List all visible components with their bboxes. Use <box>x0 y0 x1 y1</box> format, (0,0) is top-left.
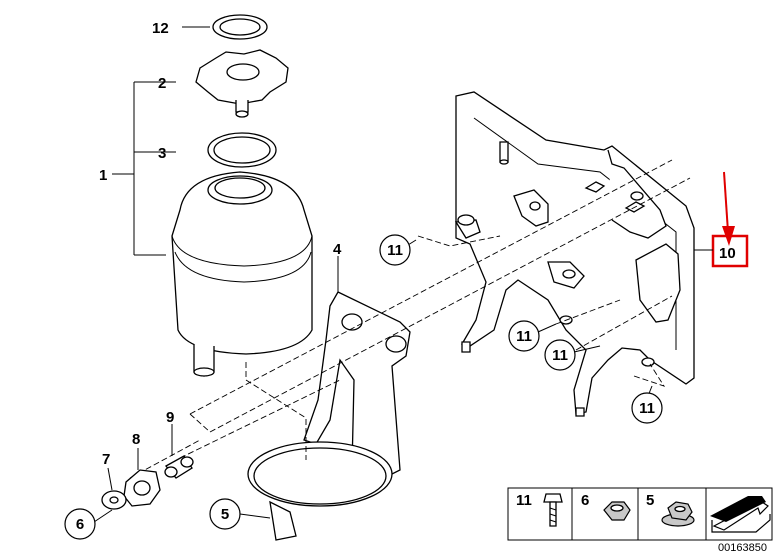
svg-text:11: 11 <box>387 242 403 259</box>
part-10-carrier-bracket <box>454 91 695 417</box>
highlight-box <box>711 234 749 268</box>
callout-labels: 12 2 3 1 4 10 9 8 7 <box>99 20 736 468</box>
nut-icon <box>603 501 631 521</box>
circled-callout-11-c: 11 <box>544 339 576 371</box>
flange-nut-icon <box>661 501 695 527</box>
callout-2: 2 <box>158 75 166 92</box>
part-2-reservoir-cap <box>195 49 289 118</box>
part-4-holder-bracket <box>303 256 411 481</box>
circled-callout-5: 5 <box>209 498 241 530</box>
callout-9: 9 <box>166 409 174 426</box>
part-3-o-ring <box>207 132 277 168</box>
legend-number-11: 11 <box>516 492 532 509</box>
circled-callout-6: 6 <box>64 508 96 540</box>
legend-number-5: 5 <box>646 492 654 509</box>
circled-callout-11-a: 11 <box>379 234 411 266</box>
svg-text:11: 11 <box>639 400 655 417</box>
callout-7: 7 <box>102 451 110 468</box>
highlight-arrow <box>711 171 749 268</box>
svg-text:6: 6 <box>76 516 84 533</box>
part-8-rubber-mount <box>123 448 161 507</box>
drawing-code: 00163850 <box>718 542 767 554</box>
circled-callout-11-b: 11 <box>508 320 540 352</box>
legend-number-6: 6 <box>581 492 589 509</box>
callout-8: 8 <box>132 431 140 448</box>
svg-text:11: 11 <box>516 328 532 345</box>
svg-text:5: 5 <box>221 506 229 523</box>
part-1-reservoir <box>171 171 313 377</box>
callout-3: 3 <box>158 145 166 162</box>
callout-10: 10 <box>719 245 736 262</box>
part-7-washer <box>101 467 127 510</box>
callout-1: 1 <box>99 167 107 184</box>
bolt-icon <box>543 493 563 527</box>
group-bracket-1 <box>112 26 210 256</box>
part-9-spacer-sleeve <box>164 424 194 479</box>
callout-4: 4 <box>333 241 342 258</box>
direction-arrow-icon <box>710 496 771 533</box>
part-12-seal-ring <box>212 14 268 40</box>
circled-callout-11-d: 11 <box>631 392 663 424</box>
assembly-lines <box>129 159 691 479</box>
part-5-clamp-band <box>239 441 393 541</box>
svg-text:11: 11 <box>552 347 568 364</box>
hardware-legend: 11 6 5 <box>507 487 773 541</box>
callout-12: 12 <box>152 20 169 37</box>
